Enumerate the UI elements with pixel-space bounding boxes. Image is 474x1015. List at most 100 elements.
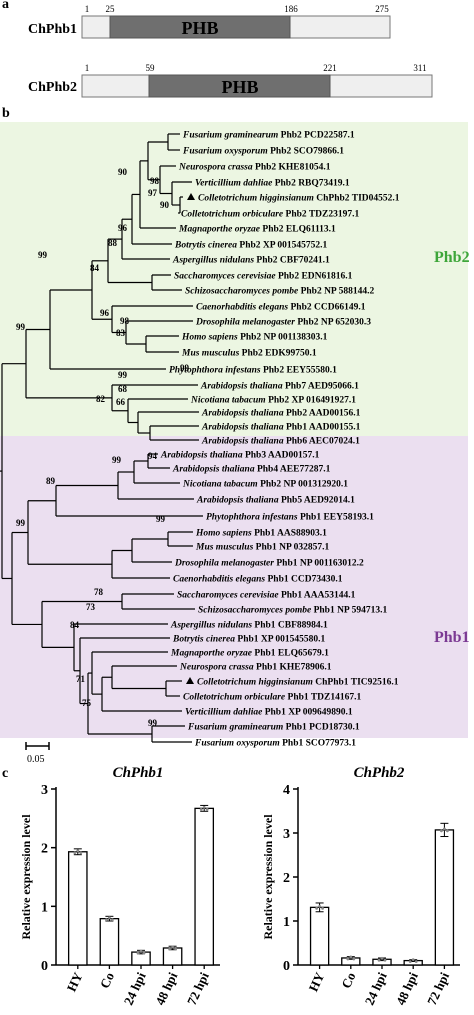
y-tick-label: 4 bbox=[283, 783, 290, 798]
taxon-label: Fusarium graminearum Phb2 PCD22587.1 bbox=[182, 131, 355, 141]
taxon-label: Drosophila melanogaster Phb1 NP 00116301… bbox=[174, 559, 364, 569]
bootstrap-value: 94 bbox=[148, 451, 158, 461]
bootstrap-value: 97 bbox=[148, 188, 158, 198]
taxon-accession: Phb2 TDZ23197.1 bbox=[283, 210, 359, 220]
data-point bbox=[73, 851, 77, 855]
bootstrap-value: 83 bbox=[116, 328, 126, 338]
tree-bootstrap-values: 9897909096888499969883999999686682949989… bbox=[16, 167, 190, 728]
taxon-accession: Phb2 ELQ61113.1 bbox=[260, 225, 336, 235]
taxon-label: Neurospora crassa Phb1 KHE78906.1 bbox=[179, 663, 332, 673]
taxon-label: Drosophila melanogaster Phb2 NP 652030.3 bbox=[195, 318, 371, 328]
bootstrap-value: 90 bbox=[160, 200, 170, 210]
data-point bbox=[79, 851, 83, 855]
taxon-label: Neurospora crassa Phb2 KHE81054.1 bbox=[178, 163, 331, 173]
taxon-species: Schizosaccharomyces pombe bbox=[198, 606, 312, 616]
protein-1-domain bbox=[109, 15, 291, 39]
data-point bbox=[443, 827, 446, 831]
data-point bbox=[352, 957, 356, 961]
bootstrap-value: 75 bbox=[82, 698, 92, 708]
data-point bbox=[142, 951, 146, 955]
data-point bbox=[408, 960, 412, 963]
panel-a: a ChPhb1 PHB 1 25 186 275 ChPhb2 PHB 1 5… bbox=[2, 0, 433, 98]
taxon-species: Neurospora crassa bbox=[178, 163, 253, 173]
bootstrap-value: 89 bbox=[46, 476, 56, 486]
taxon-accession: Phb2 XP 016491927.1 bbox=[266, 396, 357, 406]
taxon-accession: Phb2 RBQ73419.1 bbox=[272, 179, 350, 189]
taxon-species: Verticillium dahliae bbox=[195, 179, 273, 189]
taxon-species: Fusarium oxysporum bbox=[182, 147, 268, 157]
bootstrap-value: 84 bbox=[70, 620, 80, 630]
taxon-label: Fusarium oxysporum Phb1 SCO77973.1 bbox=[194, 739, 356, 749]
taxon-species: Caenorhabditis elegans bbox=[196, 303, 288, 313]
taxon-label: Magnaporthe oryzae Phb2 ELQ61113.1 bbox=[178, 225, 336, 235]
taxon-label: Homo sapiens Phb1 AAS88903.1 bbox=[195, 529, 327, 539]
taxon-accession: Phb5 AED92014.1 bbox=[279, 496, 356, 506]
data-point bbox=[411, 958, 415, 961]
taxon-label: Nicotiana tabacum Phb2 XP 016491927.1 bbox=[190, 396, 356, 406]
panel-c-label: c bbox=[2, 766, 8, 781]
taxon-label: Arabidopsis thaliana Phb1 AAD00155.1 bbox=[201, 423, 361, 433]
taxon-label: Saccharomyces cerevisiae Phb1 AAA53144.1 bbox=[177, 591, 356, 601]
taxon-accession: Phb3 AAD00157.1 bbox=[243, 451, 320, 461]
taxon-species: Arabidopsis thaliana bbox=[200, 382, 283, 392]
taxon-accession: Phb7 AED95066.1 bbox=[283, 382, 360, 392]
protein-2-domain bbox=[148, 74, 331, 98]
taxon-label: Phytophthora infestans Phb2 EEY55580.1 bbox=[169, 366, 337, 376]
taxon-label: Arabidopsis thaliana Phb6 AEC07024.1 bbox=[201, 437, 360, 447]
data-point bbox=[108, 916, 111, 920]
data-point bbox=[318, 904, 321, 908]
taxon-accession: ChPhb1 TIC92516.1 bbox=[313, 678, 399, 688]
taxon-species: Phytophthora infestans bbox=[169, 366, 261, 376]
bootstrap-value: 96 bbox=[100, 308, 110, 318]
taxon-label: Caenorhabditis elegans Phb2 CCD66149.1 bbox=[196, 303, 366, 313]
bootstrap-value: 78 bbox=[94, 587, 104, 597]
taxon-accession: Phb6 AEC07024.1 bbox=[284, 437, 361, 447]
taxon-accession: Phb1 CCD73430.1 bbox=[265, 575, 343, 585]
taxon-accession: Phb2 NP 652030.3 bbox=[295, 318, 371, 328]
y-axis-label: Relative expression level bbox=[261, 814, 275, 940]
bootstrap-value: 99 bbox=[180, 363, 190, 373]
bootstrap-value: 99 bbox=[148, 718, 158, 728]
taxon-label: Mus musculus Phb2 EDK99750.1 bbox=[181, 349, 317, 359]
protein-2-end: 311 bbox=[413, 63, 426, 73]
taxon-label: Mus musculus Phb1 NP 032857.1 bbox=[195, 543, 330, 553]
taxon-accession: Phb2 NP 001312920.1 bbox=[258, 480, 349, 490]
bar bbox=[99, 918, 120, 966]
bootstrap-value: 96 bbox=[118, 223, 128, 233]
bootstrap-value: 99 bbox=[16, 518, 26, 528]
data-point bbox=[383, 958, 387, 962]
x-tick-label: 24 hpi bbox=[362, 970, 390, 1008]
panel-b-label: b bbox=[2, 106, 10, 121]
taxon-species: Mus musculus bbox=[195, 543, 254, 553]
bar bbox=[309, 906, 330, 966]
x-tick-label: Co bbox=[97, 970, 117, 991]
panel-a-label: a bbox=[2, 0, 9, 12]
taxon-species: Caenorhabditis elegans bbox=[173, 575, 265, 585]
taxon-accession: Phb2 XP 001545752.1 bbox=[237, 241, 328, 251]
taxon-accession: Phb1 XP 009649890.1 bbox=[262, 708, 353, 718]
x-tick-label: HY bbox=[64, 969, 86, 994]
x-tick-label: Co bbox=[338, 970, 358, 991]
bootstrap-value: 99 bbox=[38, 250, 48, 260]
bar bbox=[434, 829, 455, 966]
bootstrap-value: 88 bbox=[108, 238, 118, 248]
taxon-accession: Phb2 EDK99750.1 bbox=[239, 349, 317, 359]
protein-1-end: 275 bbox=[375, 4, 389, 14]
bar bbox=[162, 947, 183, 966]
data-point bbox=[168, 947, 172, 951]
bootstrap-value: 73 bbox=[86, 602, 96, 612]
x-tick-label: 48 hpi bbox=[393, 970, 421, 1008]
taxon-species: Botrytis cinerea bbox=[172, 635, 235, 645]
phb2-group-label: Phb2 bbox=[434, 249, 470, 266]
y-tick-label: 2 bbox=[41, 842, 48, 857]
chart-title: ChPhb2 bbox=[354, 765, 405, 781]
y-axis-label: Relative expression level bbox=[19, 814, 33, 940]
protein-1-name: ChPhb1 bbox=[28, 22, 77, 37]
taxon-label: Colletotrichum orbiculare Phb2 TDZ23197.… bbox=[181, 210, 359, 220]
taxon-species: Fusarium oxysporum bbox=[194, 739, 280, 749]
bootstrap-value: 82 bbox=[96, 394, 106, 404]
bootstrap-value: 99 bbox=[112, 455, 122, 465]
taxon-label: Arabidopsis thaliana Phb2 AAD00156.1 bbox=[201, 409, 361, 419]
